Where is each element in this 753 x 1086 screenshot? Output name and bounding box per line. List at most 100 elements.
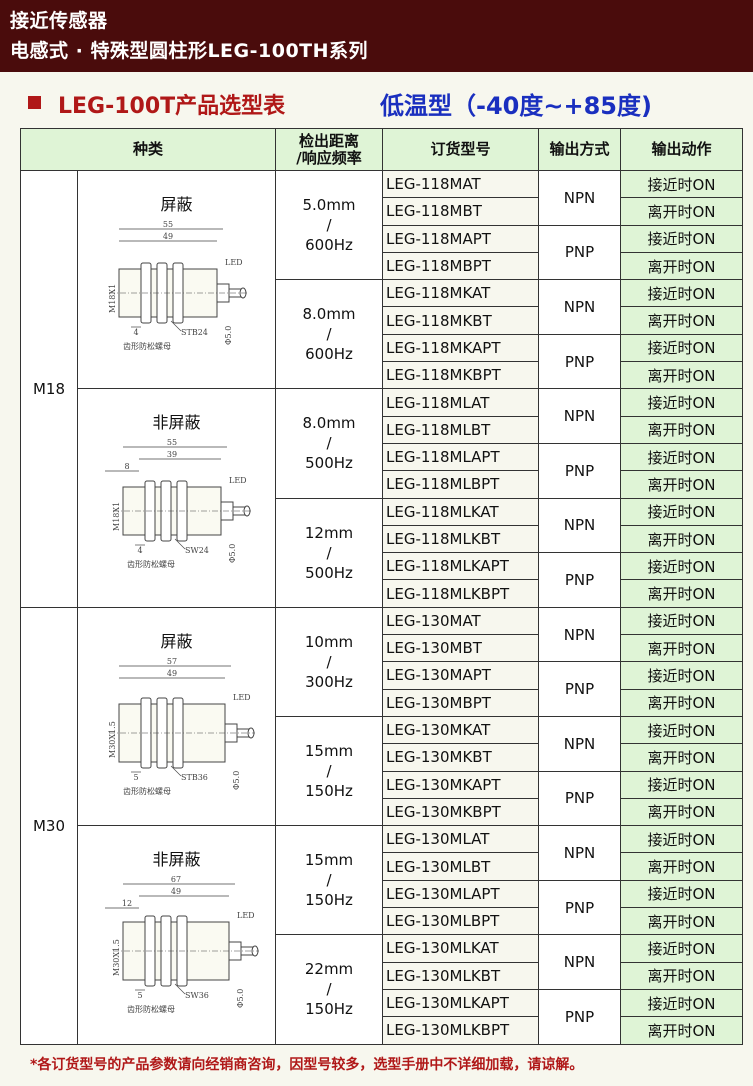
output-action: 接近时ON — [620, 552, 744, 581]
output-action: 接近时ON — [620, 661, 744, 690]
thread-label: M30X1.5 — [112, 939, 121, 976]
diameter-label: Φ5.0 — [236, 989, 245, 1008]
table-row: LEG-130MKBPT 离开时ON — [21, 797, 744, 827]
table-row: LEG-118MLKBPT 离开时ON — [21, 579, 744, 608]
detect-distance: 12mm — [304, 523, 354, 542]
thread-label: M18X1 — [112, 502, 121, 531]
shield-type-label: 屏蔽 — [160, 195, 193, 214]
dimension-length: 57 — [166, 657, 176, 666]
range-cell: 22mm/150Hz — [275, 934, 384, 1045]
led-label: LED — [229, 476, 247, 485]
range-cell: 15mm/150Hz — [275, 715, 384, 827]
response-frequency: 150Hz — [305, 1000, 353, 1019]
dimension-tip: 4 — [137, 546, 142, 555]
order-code: LEG-130MAPT — [382, 661, 540, 690]
dimension-body: 49 — [162, 232, 172, 241]
detect-distance: 22mm — [304, 960, 354, 979]
output-action: 离开时ON — [620, 197, 744, 226]
order-code: LEG-130MLKBT — [382, 961, 540, 990]
response-frequency: 500Hz — [305, 454, 353, 473]
output-type: NPN — [538, 825, 622, 881]
output-type: NPN — [538, 606, 622, 663]
output-action: 离开时ON — [620, 524, 744, 554]
order-code: LEG-130MBPT — [382, 688, 540, 717]
output-action: 接近时ON — [620, 497, 744, 526]
shield-type-label: 非屏蔽 — [152, 850, 201, 870]
output-action: 接近时ON — [620, 988, 744, 1018]
response-frequency: 150Hz — [305, 782, 353, 801]
order-code: LEG-118MLKAPT — [382, 552, 540, 581]
output-action: 离开时ON — [620, 415, 744, 444]
order-code: LEG-118MAPT — [382, 224, 540, 253]
nut-caption: 齿形防松螺母 — [127, 1004, 175, 1014]
order-code: LEG-130MKBPT — [382, 797, 540, 827]
output-action: 接近时ON — [620, 388, 744, 417]
order-code: LEG-130MLAT — [382, 825, 540, 854]
output-type: NPN — [538, 388, 622, 444]
order-code: LEG-130MKAT — [382, 715, 540, 745]
output-type: PNP — [538, 988, 622, 1045]
detect-distance: 8.0mm — [302, 414, 356, 433]
output-action: 离开时ON — [620, 1016, 744, 1045]
leader-line — [174, 983, 185, 995]
order-code: LEG-118MLAT — [382, 388, 540, 417]
header-range: 检出距离/响应频率 — [275, 128, 384, 171]
output-type: PNP — [538, 661, 622, 717]
detect-distance: 15mm — [304, 742, 354, 761]
order-code: LEG-130MLKBPT — [382, 1016, 540, 1045]
order-code: LEG-118MLKBPT — [382, 579, 540, 608]
nut-code: STB36 — [181, 773, 208, 782]
header-type: 种类 — [19, 128, 277, 171]
response-frequency: 300Hz — [305, 672, 353, 691]
output-action: 接近时ON — [620, 224, 744, 253]
dimension-head: 8 — [124, 462, 129, 471]
table-row: LEG-130MLBPT 离开时ON — [21, 907, 744, 936]
dimension-head: 12 — [121, 899, 131, 908]
order-code: LEG-130MBT — [382, 634, 540, 663]
output-action: 接近时ON — [620, 279, 744, 308]
output-action: 离开时ON — [620, 797, 744, 827]
range-cell: 10mm/300Hz — [275, 606, 384, 717]
header-subtitle: 电感式 · 特殊型圆柱形LEG-100TH系列 — [10, 40, 369, 62]
order-code: LEG-118MLKAT — [382, 497, 540, 526]
header-output: 输出方式 — [538, 128, 622, 171]
order-code: LEG-130MKAPT — [382, 770, 540, 799]
section-title-bar: LEG-100T产品选型表 低温型（-40度~+85度) — [0, 82, 753, 124]
output-action: 离开时ON — [620, 852, 744, 881]
table-row: LEG-130MLKBPT 离开时ON — [21, 1016, 744, 1045]
output-type: NPN — [538, 715, 622, 772]
response-frequency: 600Hz — [305, 345, 353, 364]
output-action: 离开时ON — [620, 361, 744, 390]
order-code: LEG-130MLKAT — [382, 934, 540, 963]
order-code: LEG-130MLBPT — [382, 907, 540, 936]
footnote: *各订货型号的产品参数请向经销商咨询，因型号较多，选型手册中不详细加载，请谅解。 — [30, 1057, 584, 1073]
dimension-length: 55 — [166, 438, 176, 447]
section-title: LEG-100T产品选型表 — [58, 94, 286, 119]
response-frequency: 600Hz — [305, 236, 353, 255]
size-cell-m30: M30 — [20, 606, 78, 1045]
response-frequency: 500Hz — [305, 563, 353, 582]
table-header-row: 种类 检出距离/响应频率 订货型号 输出方式 输出动作 — [19, 128, 744, 171]
output-action: 接近时ON — [620, 879, 744, 909]
output-type: PNP — [538, 224, 622, 281]
output-action: 接近时ON — [620, 825, 744, 854]
diameter-label: Φ5.0 — [232, 770, 241, 789]
output-action: 离开时ON — [620, 579, 744, 608]
nut-caption: 齿形防松螺母 — [127, 559, 175, 569]
order-code: LEG-130MAT — [382, 606, 540, 636]
dimension-body: 39 — [166, 450, 176, 459]
output-action: 接近时ON — [620, 770, 744, 799]
order-code: LEG-118MAT — [382, 169, 540, 199]
order-code: LEG-118MBPT — [382, 251, 540, 281]
output-action: 离开时ON — [620, 907, 744, 936]
